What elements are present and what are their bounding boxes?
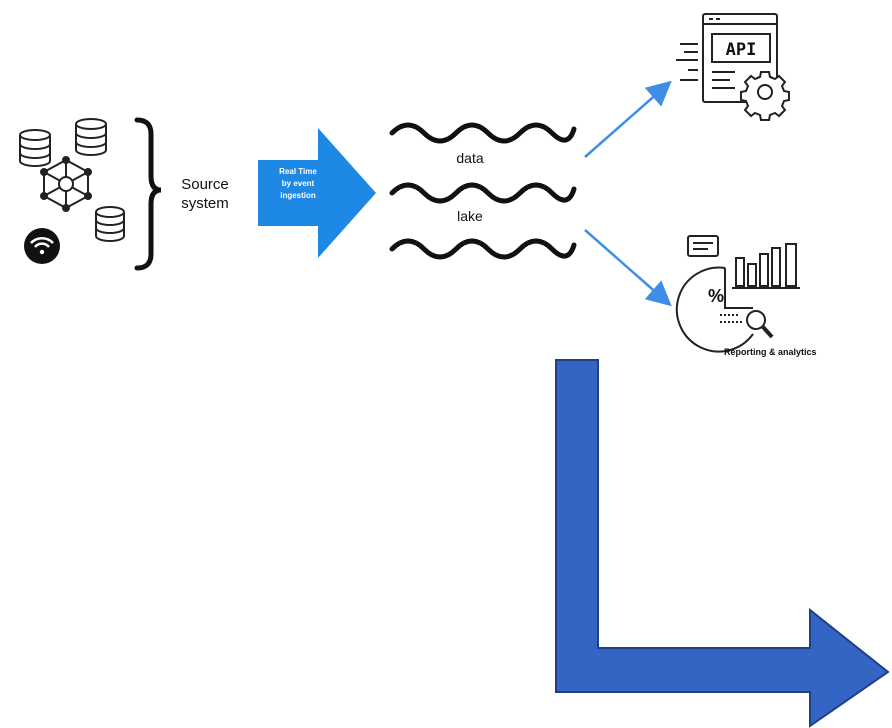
- analytics-report-icon: %: [675, 235, 800, 353]
- database-icon: [95, 206, 125, 242]
- flow-arrow-to-reporting: [584, 229, 672, 307]
- database-icon: [75, 118, 107, 156]
- waves-icon: [389, 122, 577, 260]
- ingestion-line3: ingestion: [280, 191, 316, 200]
- ingestion-line2: by event: [281, 179, 315, 188]
- ingestion-line1: Real Time: [279, 167, 317, 176]
- source-label-line1: Source: [181, 176, 229, 193]
- network-graph-icon: [40, 156, 92, 212]
- reporting-analytics-label: Reporting & analytics: [724, 347, 817, 357]
- source-label-line2: system: [181, 195, 229, 212]
- large-l-arrow: [555, 359, 890, 728]
- flow-arrow-to-api: [584, 80, 672, 158]
- svg-text:%: %: [708, 286, 724, 306]
- ingestion-label: Real Time by event ingestion: [262, 166, 334, 202]
- brace-icon: [134, 117, 162, 271]
- database-icon: [19, 129, 51, 167]
- data-lake-word-lake: lake: [457, 208, 483, 224]
- data-lake-word-data: data: [456, 150, 484, 166]
- api-text: API: [726, 40, 757, 60]
- wifi-icon: [24, 228, 60, 264]
- source-system-label: Source system: [165, 175, 245, 213]
- api-gear-icon: [676, 13, 790, 121]
- ingestion-arrow: [258, 128, 376, 258]
